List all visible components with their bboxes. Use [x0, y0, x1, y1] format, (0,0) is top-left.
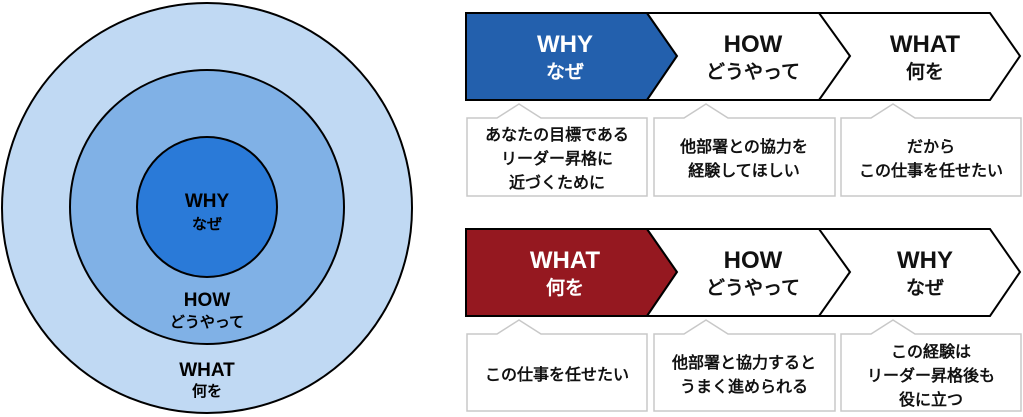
flow-top-note-1 [466, 103, 648, 197]
note-text: リーダー昇格後も [867, 366, 995, 385]
flow-bottom-note-1 [466, 319, 648, 412]
note-text: 近づくために [509, 173, 605, 192]
flow-top-step-2-ja: どうやって [706, 61, 800, 83]
flow-top-note-2 [653, 103, 836, 197]
flow-top-note-3 [840, 103, 1022, 197]
flow-top-step-2-label: HOW [724, 31, 783, 58]
flow-bottom-step-3-label: WHY [897, 247, 953, 274]
note-text: あなたの目標である [485, 125, 629, 144]
note-text: 経験してほしい [688, 161, 800, 180]
flow-top: WHY なぜ HOW どうやって WHAT 何を あなたの目標である リーダー昇… [465, 12, 1022, 197]
note-text: 他部署との協力を [679, 137, 808, 156]
flow-top-step-3-ja: 何を [906, 60, 944, 83]
flow-top-step-3 [817, 12, 1022, 101]
golden-circle: WHY なぜ HOW どうやって WHAT 何を [1, 2, 413, 414]
note-text: だから [907, 138, 955, 156]
note-text: この仕事を任せたい [485, 365, 629, 384]
note-text: うまく進められる [680, 378, 808, 396]
circle-what-label: WHAT [179, 360, 235, 381]
flow-bottom-step-1-ja: 何を [546, 276, 584, 299]
flow-bottom-step-3-ja: なぜ [906, 277, 944, 299]
note-text: この仕事を任せたい [859, 161, 1003, 180]
flow-bottom-step-1-label: WHAT [530, 247, 601, 274]
why-circle [136, 136, 278, 278]
note-text: 他部署と協力すると [671, 353, 816, 372]
flow-bottom-step-2-label: HOW [724, 247, 783, 274]
circle-why-label: WHY [185, 191, 230, 212]
circle-how-label: HOW [184, 290, 231, 311]
flow-bottom-note-2 [653, 319, 836, 412]
flow-bottom-step-3 [817, 228, 1022, 317]
flow-bottom: WHAT 何を HOW どうやって WHY なぜ この仕事を任せたい 他部署と協… [465, 228, 1022, 412]
flow-top-step-1-label: WHY [537, 31, 593, 58]
flow-bottom-step-2-ja: どうやって [706, 277, 800, 299]
circle-how-ja: どうやって [170, 314, 244, 331]
flow-top-step-1-ja: なぜ [546, 61, 584, 83]
flow-bottom-note-3 [840, 319, 1022, 412]
note-text: 役に立つ [899, 390, 963, 409]
note-text: この経験は [891, 342, 971, 361]
note-text: リーダー昇格に [501, 149, 613, 168]
circle-why-ja: なぜ [192, 216, 222, 233]
flow-top-step-3-label: WHAT [890, 31, 961, 58]
circle-what-ja: 何を [192, 382, 222, 400]
